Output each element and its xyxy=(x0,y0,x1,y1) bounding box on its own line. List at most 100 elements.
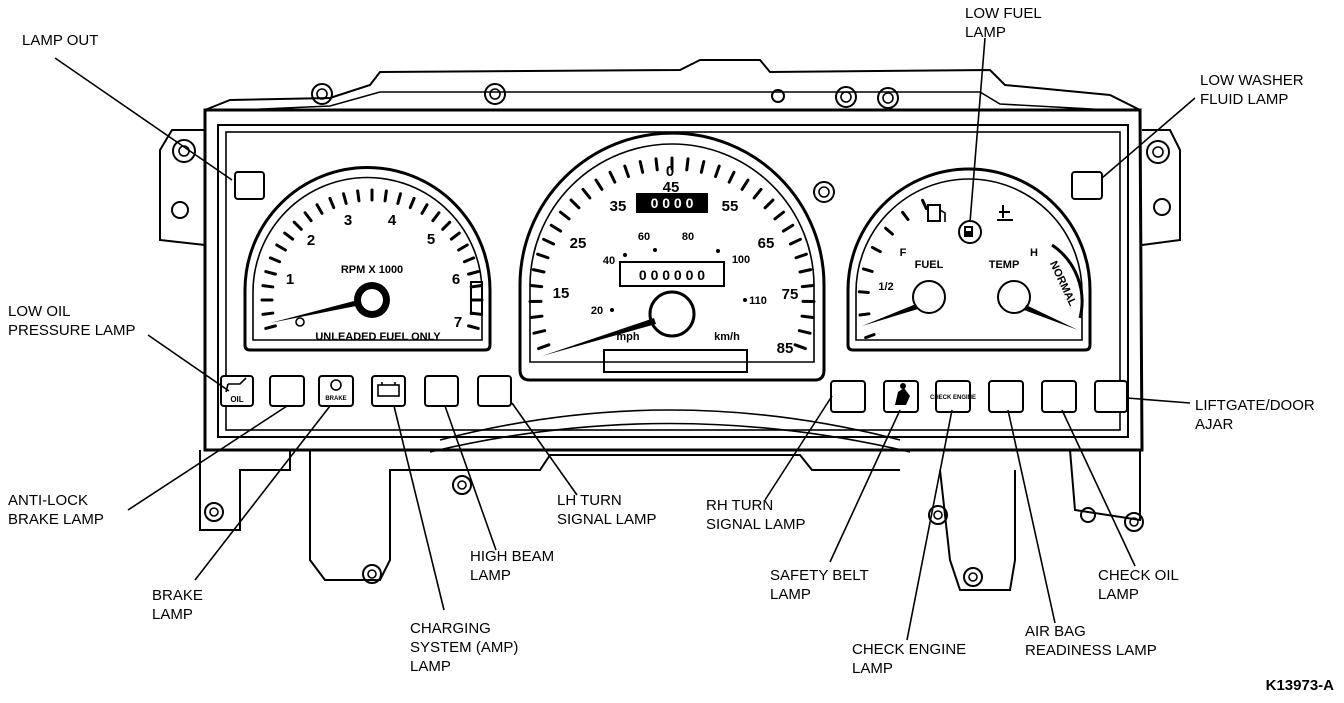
low-fuel-lamp xyxy=(959,221,981,243)
dial-tick xyxy=(729,172,734,182)
mph-15: 15 xyxy=(553,285,570,302)
label-low-washer-fluid-lamp: LOW WASHER FLUID LAMP xyxy=(1200,72,1308,108)
dial-tick xyxy=(765,200,773,208)
cluster-housing xyxy=(160,60,1180,590)
brake-icon-text: BRAKE xyxy=(325,396,346,402)
tachometer: RPM X 1000 UNLEADED FUEL ONLY 1 2 3 4 5 … xyxy=(245,168,490,350)
dial-tick xyxy=(716,166,720,176)
dial-tick xyxy=(583,189,590,198)
trip-digits: 0 0 0 0 xyxy=(651,195,694,211)
dial-tick xyxy=(422,205,427,214)
dial-tick xyxy=(625,166,629,176)
dial-tick xyxy=(783,225,792,231)
dial-tick xyxy=(859,292,868,293)
dial-tick xyxy=(640,162,642,173)
lamp-out-box xyxy=(235,172,264,199)
fuel-hub xyxy=(913,281,945,313)
dial-tick xyxy=(790,239,800,244)
high-beam-box xyxy=(425,376,458,406)
safety-belt-lamp xyxy=(884,381,918,412)
speed-zero: 0 xyxy=(666,163,674,180)
dial-tick xyxy=(903,212,908,219)
label-low-fuel-lamp: LOW FUEL LAMP xyxy=(965,5,1045,41)
dial-tick xyxy=(266,272,276,275)
kmh-20: 20 xyxy=(591,305,603,317)
fuel-label: FUEL xyxy=(915,259,944,271)
dial-tick xyxy=(775,212,784,219)
tach-footer: UNLEADED FUEL ONLY xyxy=(315,331,441,343)
dial-tick xyxy=(294,222,301,229)
dial-tick xyxy=(886,228,893,234)
dial-tick xyxy=(742,180,748,189)
dial-tick xyxy=(551,225,560,231)
oil-icon-text: OIL xyxy=(230,395,243,404)
low-washer-fluid-box xyxy=(1072,172,1102,199)
dial-tick xyxy=(571,200,579,208)
check-engine-icon-text: CHECK ENGINE xyxy=(930,395,976,401)
dial-tick xyxy=(344,194,347,204)
dial-tick xyxy=(471,286,481,287)
speed-hub xyxy=(650,292,694,336)
dial-tick xyxy=(860,314,869,315)
label-liftgate-door-ajar: LIFTGATE/DOOR AJAR xyxy=(1195,397,1319,433)
mph-55: 55 xyxy=(722,198,739,215)
dial-tick xyxy=(469,272,479,275)
mph-45: 45 xyxy=(663,179,680,196)
mph-85: 85 xyxy=(777,340,794,357)
temp-hot-mark: H xyxy=(1030,247,1038,259)
tach-num-1: 1 xyxy=(286,271,294,288)
tach-num-4: 4 xyxy=(388,212,397,229)
check-oil-box xyxy=(1042,381,1076,412)
dial-tick xyxy=(596,180,602,189)
odometer-digits: 0 0 0 0 0 0 xyxy=(639,267,705,283)
fuel-pump-icon xyxy=(928,205,945,222)
label-check-engine-lamp: CHECK ENGINE LAMP xyxy=(852,641,970,677)
dial-tick xyxy=(923,200,927,208)
dial-tick xyxy=(469,326,479,329)
liftgate-box xyxy=(1095,381,1127,412)
dial-tick xyxy=(330,198,334,207)
fuel-half-mark: 1/2 xyxy=(878,281,893,293)
check-engine-lamp: CHECK ENGINE xyxy=(930,381,976,412)
temp-needle xyxy=(1024,305,1078,330)
dial-tick xyxy=(451,233,459,239)
dial-tick xyxy=(263,286,273,287)
tach-num-7: 7 xyxy=(454,314,462,331)
dial-tick xyxy=(459,245,468,250)
rh-turn-box xyxy=(831,381,865,412)
label-check-oil-lamp: CHECK OIL LAMP xyxy=(1098,567,1182,603)
dial-tick xyxy=(317,205,322,214)
brake-lamp: BRAKE xyxy=(319,376,353,406)
dial-tick xyxy=(799,331,810,334)
anti-lock-brake-box xyxy=(270,376,304,406)
label-safety-belt-lamp: SAFETY BELT LAMP xyxy=(770,567,873,603)
dial-tick xyxy=(464,258,473,262)
dial-tick xyxy=(796,254,806,258)
dial-tick xyxy=(433,213,439,221)
figure-reference: K13973-A xyxy=(1266,677,1335,694)
dial-tick xyxy=(385,191,386,201)
dial-tick xyxy=(701,162,703,173)
label-lh-turn-signal-lamp: LH TURN SIGNAL LAMP xyxy=(557,492,656,528)
fuel-full-mark: F xyxy=(900,247,907,259)
dial-tick xyxy=(277,245,286,250)
label-high-beam-lamp: HIGH BEAM LAMP xyxy=(470,548,558,584)
kmh-40: 40 xyxy=(603,255,615,267)
oil-pressure-lamp: OIL xyxy=(221,376,253,406)
dial-tick xyxy=(305,213,311,221)
tach-num-5: 5 xyxy=(427,231,435,248)
dial-tick xyxy=(443,222,450,229)
dial-tick xyxy=(866,335,874,338)
dial-tick xyxy=(872,247,880,251)
dial-tick xyxy=(398,194,401,204)
dial-tick xyxy=(266,326,276,329)
kmh-100: 100 xyxy=(732,254,750,266)
label-brake-lamp: BRAKE LAMP xyxy=(152,587,207,623)
temp-label: TEMP xyxy=(989,259,1020,271)
dial-tick xyxy=(656,159,657,170)
dial-tick xyxy=(531,316,542,317)
tach-num-6: 6 xyxy=(452,271,460,288)
label-low-oil-pressure-lamp: LOW OIL PRESSURE LAMP xyxy=(8,303,136,339)
dial-tick xyxy=(410,198,414,207)
fuel-temp-gauge: FUEL F 1/2 TEMP H NORMAL xyxy=(848,169,1090,350)
